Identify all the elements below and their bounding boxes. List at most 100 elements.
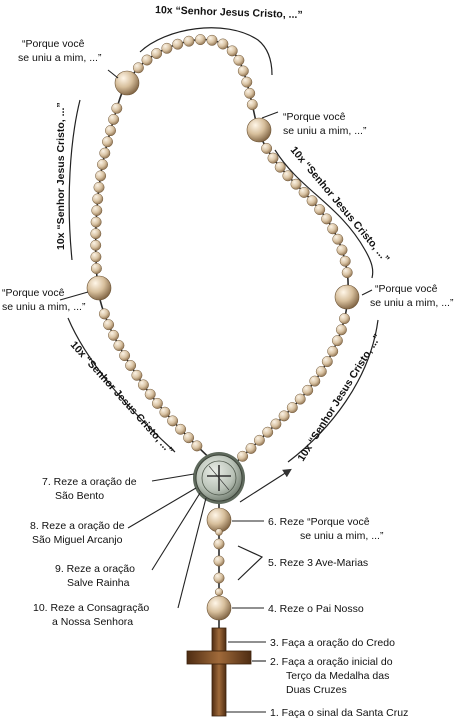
porque-label-top-left-2: se uniu a mim, ...” — [18, 52, 102, 64]
small-bead — [151, 397, 163, 409]
small-bead — [102, 136, 113, 148]
small-bead — [331, 335, 343, 347]
small-bead — [167, 415, 179, 427]
step-9-line-2: Salve Rainha — [67, 577, 130, 589]
small-bead — [246, 99, 258, 111]
small-bead — [290, 178, 302, 190]
large-bead-mid-right — [334, 284, 360, 310]
small-bead — [282, 170, 294, 182]
step-6-line-2: se uniu a mim, ...” — [300, 530, 384, 542]
pendant-bead — [213, 555, 225, 567]
small-bead — [245, 442, 257, 454]
small-bead — [141, 54, 153, 66]
porque-label-top-right-1: “Porque você — [283, 111, 346, 123]
small-bead — [339, 313, 350, 325]
small-bead — [341, 267, 353, 279]
porque-label-top-right-2: se uniu a mim, ...” — [283, 125, 367, 137]
small-bead — [97, 159, 108, 170]
small-bead — [183, 35, 195, 47]
step-7-line-1: 7. Reze a oração de — [42, 476, 137, 488]
step-9-line-1: 9. Reze a oração — [55, 563, 135, 575]
small-bead — [274, 161, 286, 173]
small-bead — [90, 216, 102, 228]
small-bead — [270, 418, 282, 430]
small-bead — [315, 366, 327, 377]
porque-label-mid-left-2: se uniu a mim, ...” — [2, 301, 86, 313]
small-bead — [91, 205, 103, 216]
small-bead — [302, 384, 314, 396]
small-bead — [339, 255, 351, 267]
small-bead — [90, 228, 102, 240]
small-bead — [105, 125, 116, 137]
pendant-bead — [215, 528, 223, 536]
small-bead — [336, 244, 348, 256]
small-bead — [161, 42, 173, 54]
step-4: 4. Reze o Pai Nosso — [268, 603, 364, 615]
small-bead — [217, 38, 229, 50]
large-bead-top-right — [246, 117, 272, 143]
small-bead — [233, 54, 245, 66]
bracket-bottom-right — [287, 319, 379, 463]
small-bead — [98, 308, 110, 320]
small-bead — [241, 76, 253, 88]
small-bead — [327, 345, 339, 357]
small-bead — [125, 360, 137, 371]
small-bead — [90, 239, 102, 251]
step-10-line-2: a Nossa Senhora — [52, 616, 133, 628]
small-bead — [132, 62, 144, 74]
large-bead-mid-left — [86, 275, 112, 301]
large-bead-pendant-lower — [206, 595, 232, 621]
decade-brackets — [67, 27, 379, 581]
small-bead — [298, 186, 310, 198]
small-bead — [90, 263, 102, 274]
porque-label-mid-right-2: se uniu a mim, ...” — [370, 297, 454, 309]
porque-label-top-left-1: “Porque você — [22, 38, 85, 50]
small-bead — [286, 402, 298, 414]
pendant-small-beads — [213, 528, 225, 597]
small-bead — [108, 113, 120, 125]
step-5: 5. Reze 3 Ave-Marias — [268, 557, 368, 569]
small-bead — [332, 233, 344, 245]
small-bead — [92, 193, 104, 205]
step-3: 3. Faça a oração do Credo — [270, 637, 395, 649]
pendant-bead — [213, 538, 225, 550]
small-bead — [113, 340, 125, 351]
small-bead — [262, 426, 274, 438]
bracket-top — [139, 27, 273, 76]
small-bead — [306, 195, 318, 207]
small-bead — [335, 324, 347, 336]
small-bead — [309, 375, 321, 387]
small-bead — [172, 38, 184, 50]
small-bead — [237, 450, 249, 462]
small-bead — [103, 319, 115, 331]
small-bead — [131, 369, 143, 381]
step-8-line-2: São Miguel Arcanjo — [32, 534, 123, 546]
crucifix-icon — [186, 627, 252, 717]
porque-label-mid-right-1: “Porque você — [375, 283, 438, 295]
small-bead — [99, 147, 111, 159]
small-bead — [237, 65, 249, 77]
medal-cross-icon — [207, 465, 231, 491]
small-bead — [137, 379, 149, 391]
small-bead — [267, 152, 279, 164]
small-bead — [321, 213, 333, 225]
small-bead — [95, 170, 107, 182]
bracket-three-beads — [237, 545, 264, 581]
small-bead — [278, 410, 290, 422]
small-bead — [111, 102, 123, 114]
small-bead — [151, 48, 163, 59]
small-bead — [206, 34, 218, 46]
small-bead — [321, 356, 333, 368]
step-2-line-1: 2. Faça a oração inicial do — [270, 656, 393, 668]
small-bead — [183, 432, 195, 444]
step-10-line-1: 10. Reze a Consagração — [33, 602, 149, 614]
step-2-line-2: Terço da Medalha das — [286, 670, 389, 682]
small-bead — [93, 181, 105, 193]
small-bead — [314, 204, 326, 216]
bracket-right — [274, 149, 374, 279]
step-1: 1. Faça o sinal da Santa Cruz — [270, 707, 408, 719]
leader-lines — [59, 69, 373, 713]
small-bead — [253, 434, 265, 446]
bracket-left — [68, 99, 81, 261]
